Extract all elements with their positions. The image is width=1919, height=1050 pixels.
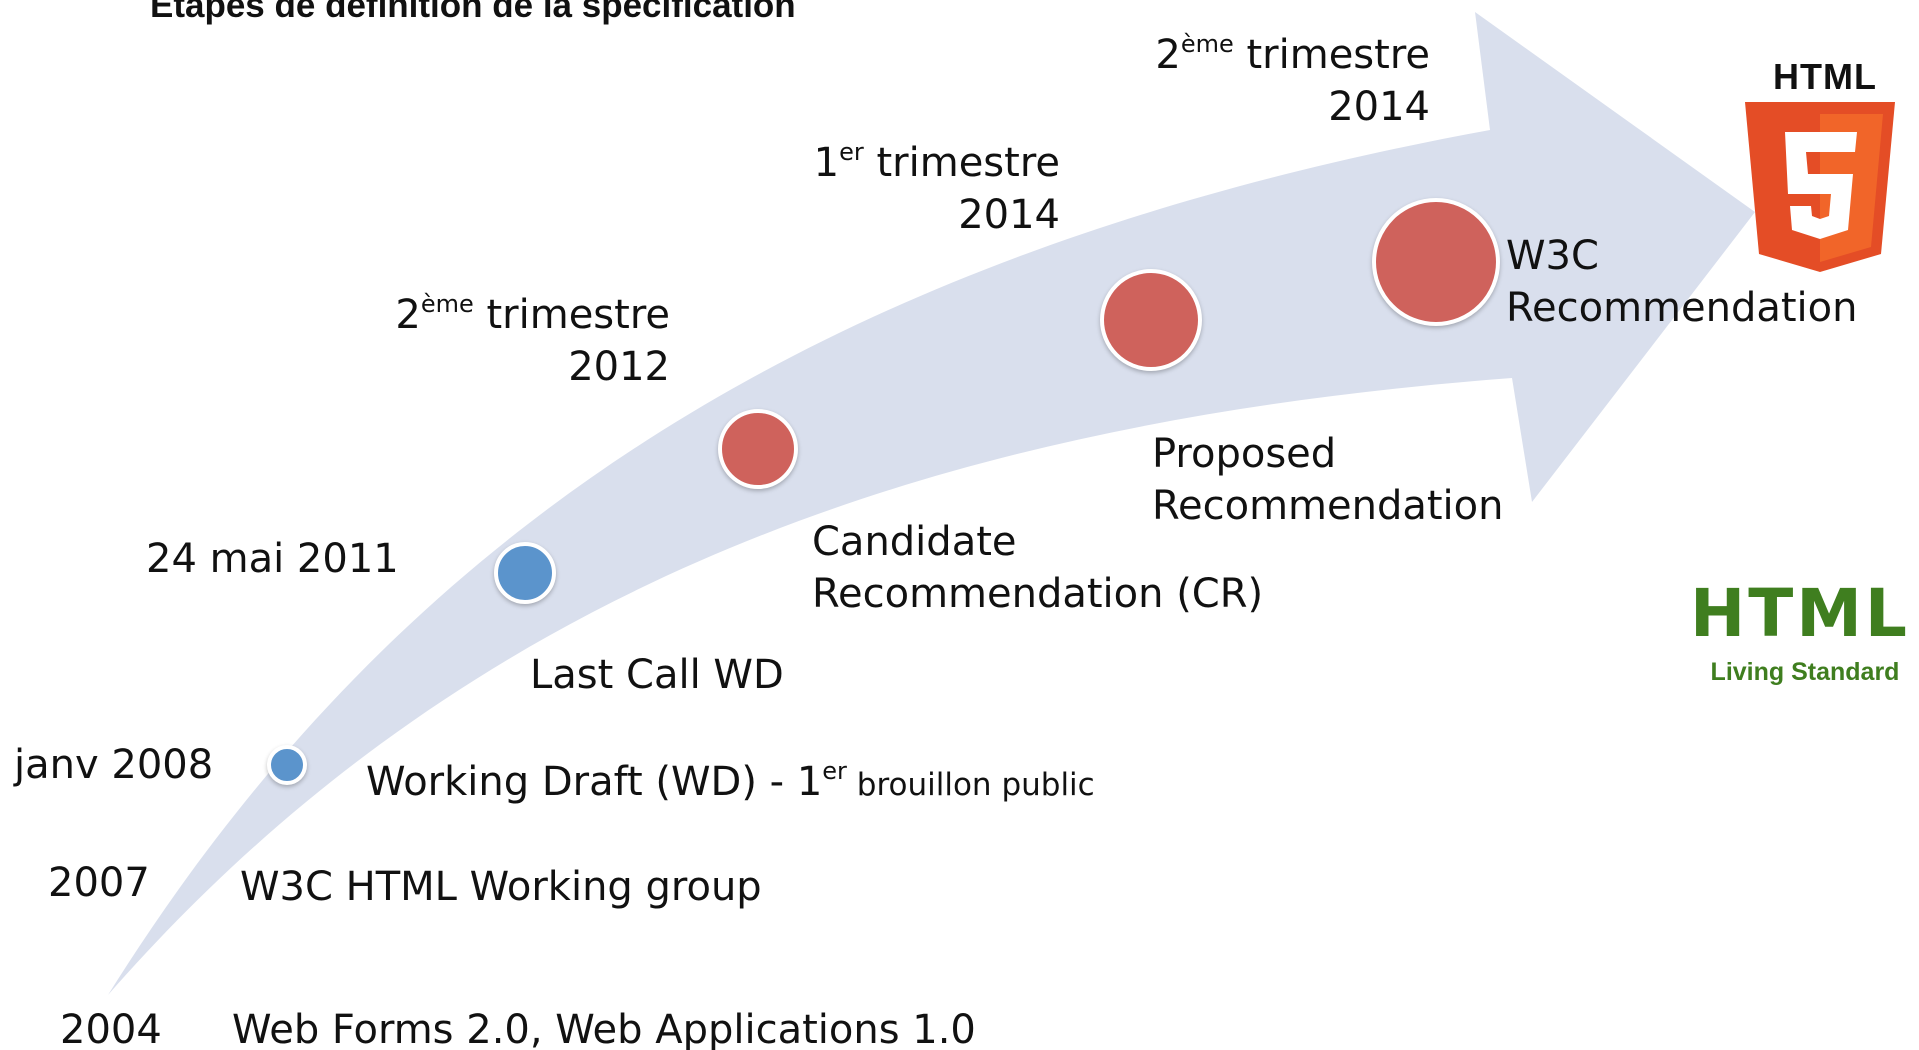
milestone-date-2014-q1-quarter: 1er trimestre xyxy=(760,126,1060,189)
milestone-label-cr: Candidate Recommendation (CR) xyxy=(812,516,1263,620)
milestone-date-2014-q2-year: 2014 xyxy=(1328,84,1430,130)
milestone-label-2004: Web Forms 2.0, Web Applications 1.0 xyxy=(232,1007,976,1050)
milestone-date-2011: 24 mai 2011 xyxy=(146,536,399,582)
milestone-date-2012-sup: ème xyxy=(420,290,474,318)
page-title: Étapes de définition de la spécification xyxy=(150,0,796,25)
living-standard-logo-main: HTML xyxy=(1690,575,1910,652)
milestone-date-2007: 2007 xyxy=(48,860,150,906)
milestone-date-2004: 2004 xyxy=(60,1007,162,1050)
milestone-date-2014-q1-sup: er xyxy=(839,138,864,166)
milestone-date-2014-q1: 1er trimestre 2014 xyxy=(760,126,1060,241)
html5-logo-word: HTML xyxy=(1773,56,1877,97)
milestone-label-pr-line1: Proposed xyxy=(1152,431,1337,477)
milestone-label-2011: Last Call WD xyxy=(530,652,784,698)
milestone-label-2008-sup: er xyxy=(822,757,847,785)
milestone-date-2014-q2: 2ème trimestre 2014 xyxy=(1100,18,1430,133)
html5-shield-icon xyxy=(1745,102,1895,272)
milestone-date-2012-year: 2012 xyxy=(568,344,670,390)
milestone-dot-wd xyxy=(267,745,307,785)
milestone-dot-rec xyxy=(1372,198,1500,326)
milestone-label-pr-line2: Recommendation xyxy=(1152,483,1504,529)
milestone-date-2012-quarter: 2ème trimestre xyxy=(360,278,670,341)
milestone-date-2014-q1-num: 1 xyxy=(813,140,840,186)
milestone-dot-cr xyxy=(718,409,798,489)
milestone-date-2014-q1-year: 2014 xyxy=(958,192,1060,238)
milestone-date-2014-q2-quarter: 2ème trimestre xyxy=(1100,18,1430,81)
milestone-date-2014-q2-suffix: trimestre xyxy=(1233,32,1430,78)
milestone-label-rec: W3C Recommendation xyxy=(1506,230,1857,334)
milestone-date-2014-q2-num: 2 xyxy=(1155,32,1181,78)
living-standard-logo-sub: Living Standard xyxy=(1710,658,1900,686)
milestone-label-rec-line1: W3C xyxy=(1506,233,1599,279)
timeline-arrow-shape xyxy=(108,12,1755,995)
milestone-label-rec-line2: Recommendation xyxy=(1506,285,1858,331)
milestone-date-2012: 2ème trimestre 2012 xyxy=(360,278,670,393)
milestone-label-2008-main: Working Draft (WD) - 1 xyxy=(366,759,823,805)
milestone-label-2008: Working Draft (WD) - 1er brouillon publi… xyxy=(366,756,1095,807)
milestone-label-2007: W3C HTML Working group xyxy=(240,864,762,910)
milestone-label-cr-line1: Candidate xyxy=(812,519,1017,565)
milestone-label-cr-line2: Recommendation (CR) xyxy=(812,571,1264,617)
milestone-date-2008: janv 2008 xyxy=(14,742,214,788)
milestone-date-2012-num: 2 xyxy=(395,292,421,338)
milestone-label-pr: Proposed Recommendation xyxy=(1152,428,1503,532)
milestone-dot-last-call xyxy=(494,542,556,604)
milestone-dot-pr xyxy=(1100,269,1202,371)
milestone-label-2008-tail: brouillon public xyxy=(846,767,1095,803)
milestone-date-2014-q2-sup: ème xyxy=(1180,30,1234,58)
milestone-date-2012-suffix: trimestre xyxy=(473,292,670,338)
milestone-date-2014-q1-suffix: trimestre xyxy=(863,140,1060,186)
